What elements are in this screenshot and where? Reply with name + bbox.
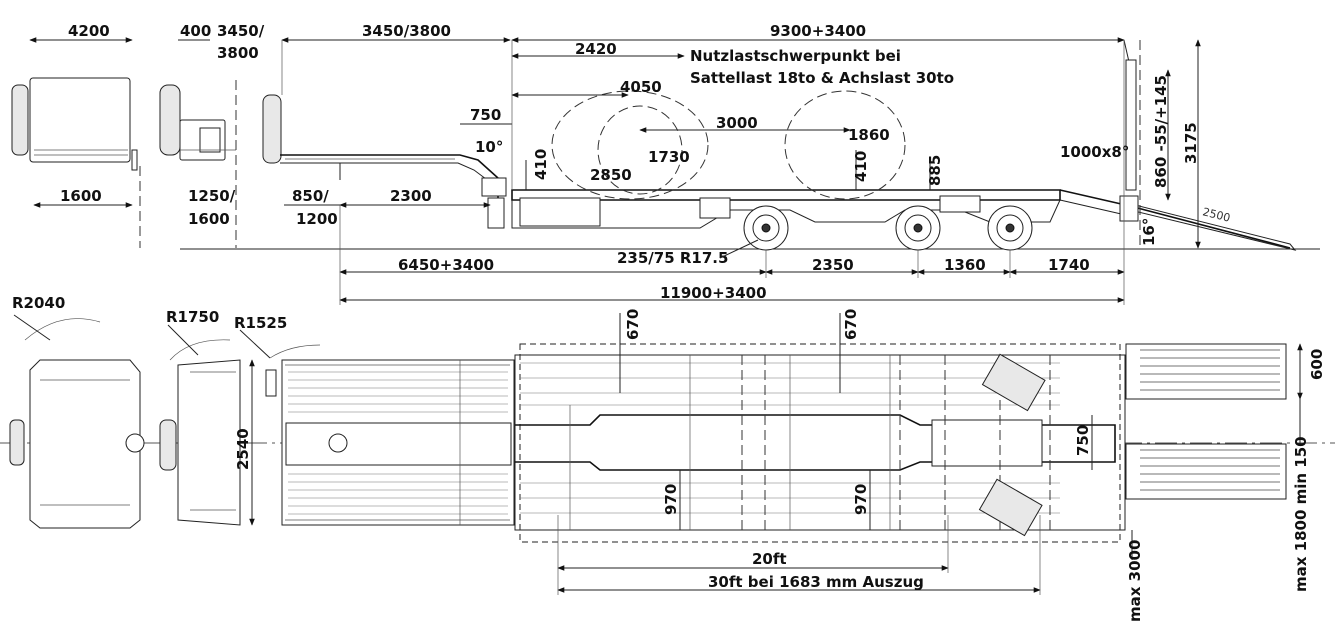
dim-2300: 2300 xyxy=(390,187,432,205)
dim-16deg: 16° xyxy=(1140,218,1158,246)
payload-note-line1: Nutzlastschwerpunkt bei xyxy=(690,47,901,65)
dim-2850: 2850 xyxy=(590,166,632,184)
wheel-1 xyxy=(743,205,789,251)
dim-2420: 2420 xyxy=(575,40,617,58)
dim-410-b: 410 xyxy=(852,151,870,182)
dim-3450-l2: 3800 xyxy=(217,44,259,62)
dim-max-3000: max 3000 xyxy=(1126,540,1144,622)
dim-970-b: 970 xyxy=(852,484,870,515)
plan-view-front xyxy=(9,314,145,529)
side-view: 4200 400 3450/ 3800 3450/3800 9300+3400 … xyxy=(11,22,1320,305)
dim-4050: 4050 xyxy=(620,78,662,96)
radius-1525: R1525 xyxy=(234,314,287,332)
wheel-2 xyxy=(895,205,941,251)
dim-885: 885 xyxy=(926,155,944,186)
dim-4200: 4200 xyxy=(68,22,110,40)
radius-2040: R2040 xyxy=(12,294,65,312)
dim-3450-l1: 3450/ xyxy=(217,22,265,40)
trailer-side-profile xyxy=(262,39,1297,251)
wheel-3 xyxy=(987,205,1033,251)
dim-10deg: 10° xyxy=(475,138,503,156)
tyre-size: 235/75 R17.5 xyxy=(617,249,728,267)
front-view-trailer-end xyxy=(11,77,141,248)
dim-2350: 2350 xyxy=(812,256,854,274)
dim-1860: 1860 xyxy=(848,126,890,144)
plan-view-deck xyxy=(514,343,1287,543)
dim-1360: 1360 xyxy=(944,256,986,274)
dim-3450-3800: 3450/3800 xyxy=(362,22,451,40)
dim-3175: 3175 xyxy=(1182,122,1200,164)
dim-1000x8: 1000x8° xyxy=(1060,143,1129,161)
plan-view-gooseneck-front xyxy=(159,324,241,526)
dim-6450: 6450+3400 xyxy=(398,256,494,274)
dim-970-a: 970 xyxy=(662,484,680,515)
payload-note-line2: Sattellast 18to & Achslast 30to xyxy=(690,69,954,87)
dim-2500: 2500 xyxy=(1201,205,1231,224)
dim-1740: 1740 xyxy=(1048,256,1090,274)
dim-9300: 9300+3400 xyxy=(770,22,866,40)
dim-670-a: 670 xyxy=(624,309,642,340)
dim-max-1800: max 1800 min 150 xyxy=(1292,436,1310,592)
radius-1750: R1750 xyxy=(166,308,219,326)
dim-1250-l1: 1250/ xyxy=(188,187,236,205)
dim-3000: 3000 xyxy=(716,114,758,132)
dim-860: 860 -55/+145 xyxy=(1152,75,1170,188)
dim-750-top: 750 xyxy=(1074,425,1092,456)
dim-850-l2: 1200 xyxy=(296,210,338,228)
dim-2540: 2540 xyxy=(234,428,252,470)
plan-view-gooseneck xyxy=(239,329,515,526)
side-dimension-lines xyxy=(29,37,1201,305)
dim-11900: 11900+3400 xyxy=(660,284,767,302)
top-dimension-lines xyxy=(249,313,1303,595)
dim-1730: 1730 xyxy=(648,148,690,166)
dim-30ft: 30ft bei 1683 mm Auszug xyxy=(708,573,924,591)
dim-1250-l2: 1600 xyxy=(188,210,230,228)
dim-600: 600 xyxy=(1308,349,1326,380)
dim-670-b: 670 xyxy=(842,309,860,340)
dim-750: 750 xyxy=(470,106,501,124)
dim-20ft: 20ft xyxy=(752,550,787,568)
top-view: R2040 R1750 R1525 2540 670 670 970 970 7… xyxy=(0,294,1335,622)
dim-1600: 1600 xyxy=(60,187,102,205)
dim-400: 400 xyxy=(180,22,211,40)
front-view-gooseneck xyxy=(159,80,237,248)
dim-850-l1: 850/ xyxy=(292,187,329,205)
dim-410-a: 410 xyxy=(532,149,550,180)
